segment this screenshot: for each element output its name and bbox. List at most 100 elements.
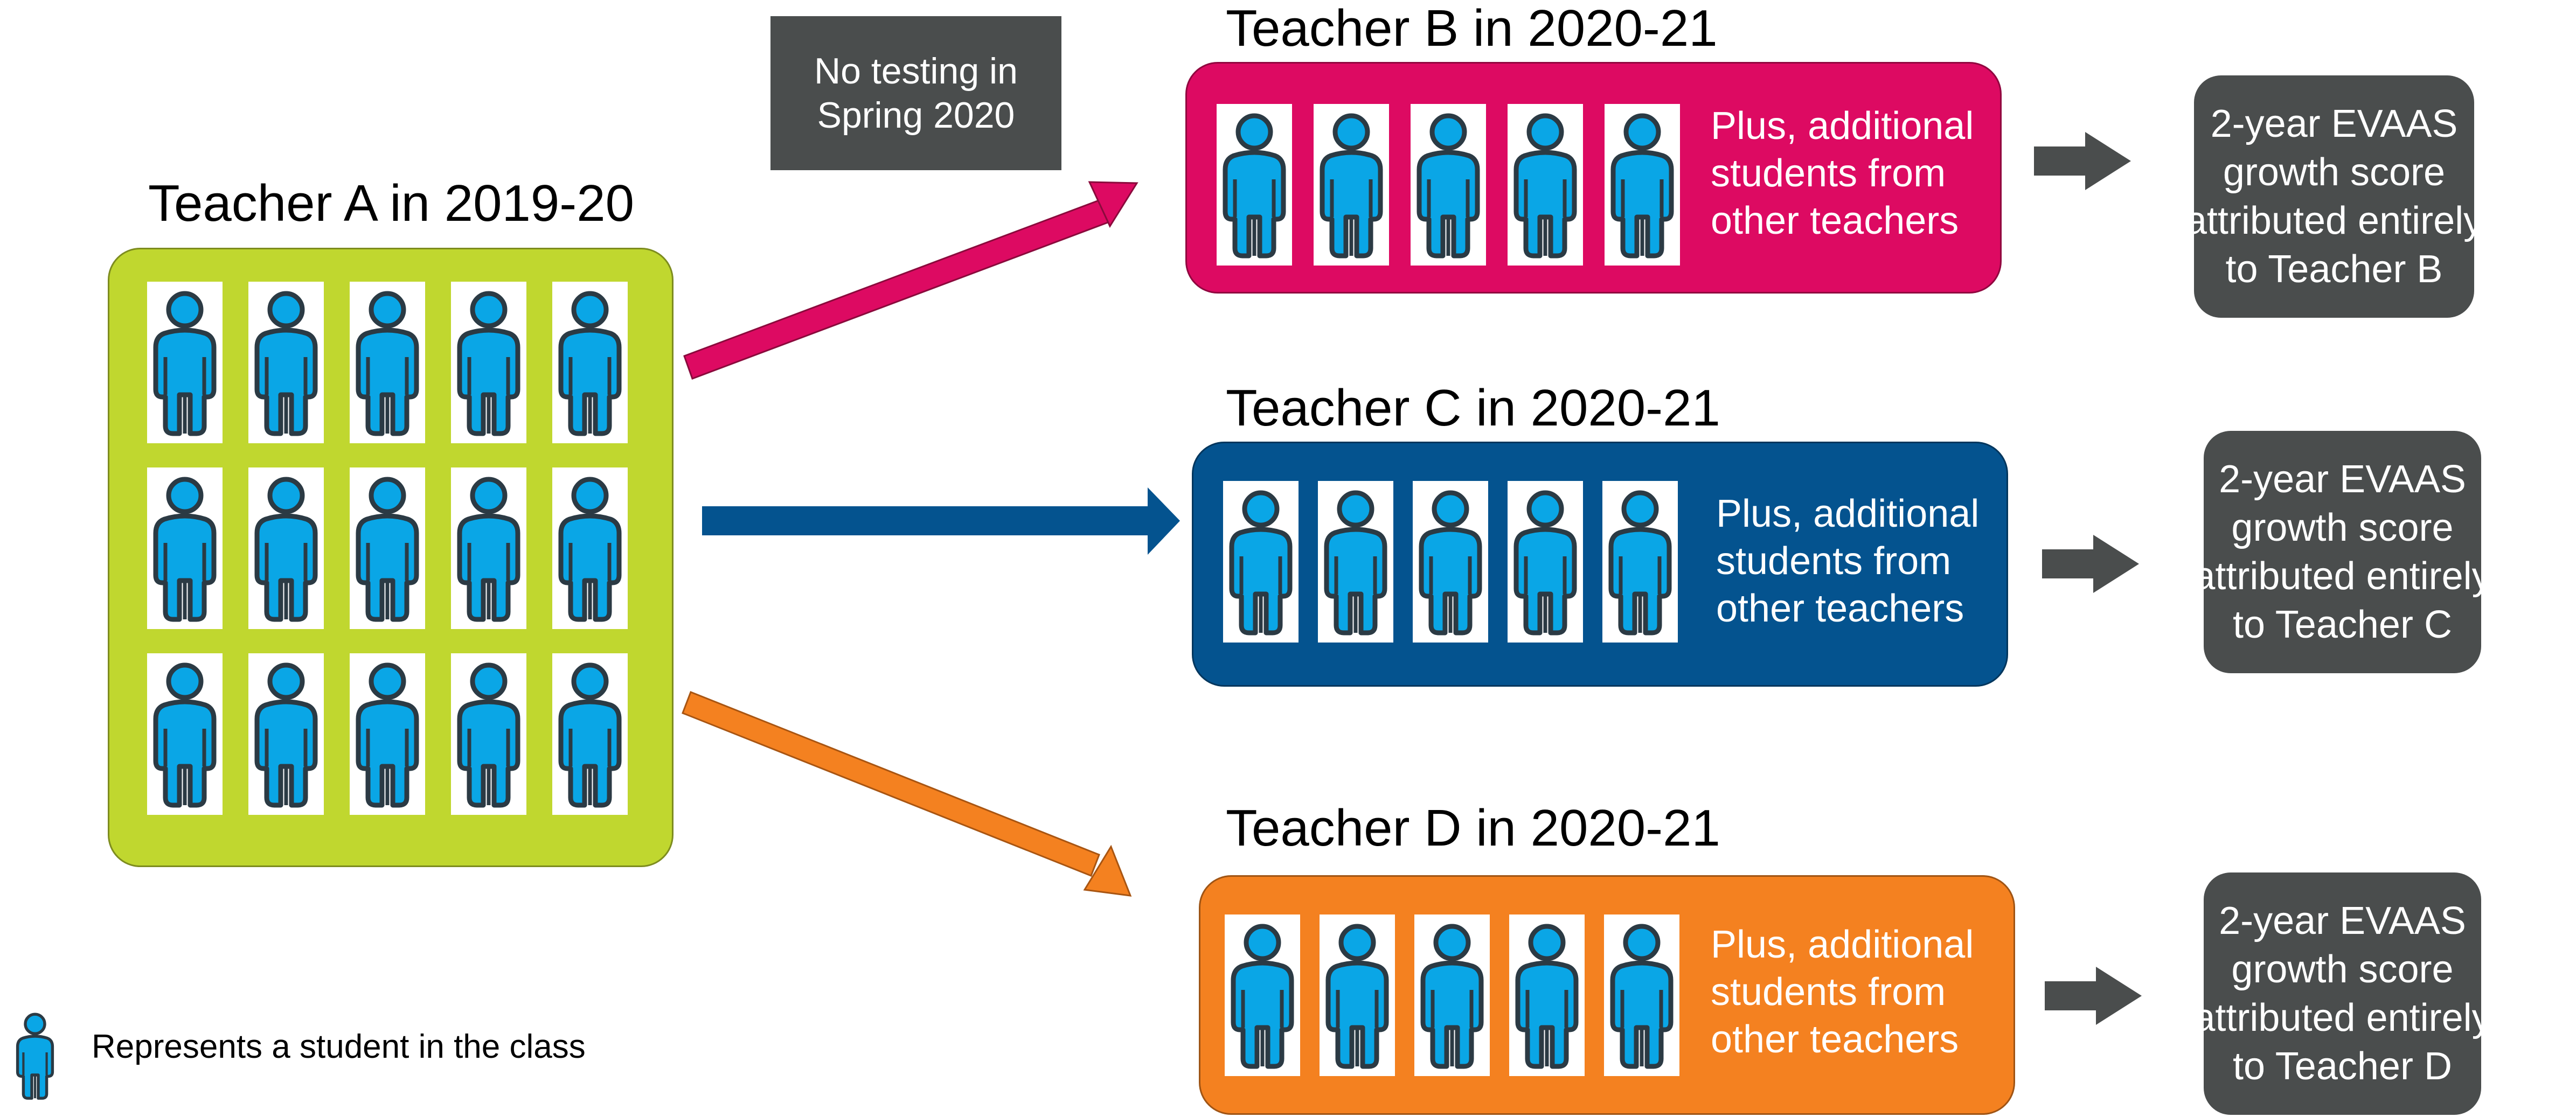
teacher-b-result-box: 2-year EVAAS growth score attributed ent… <box>2185 75 2483 318</box>
student-icon <box>1325 924 1389 1069</box>
student-icon <box>153 662 217 808</box>
teacher-b-student-card <box>1508 104 1583 266</box>
student-icon <box>1515 924 1579 1069</box>
teacher-a-student-card <box>248 282 324 443</box>
teacher-b-result-line-3: attributed entirely <box>2185 199 2483 242</box>
student-icon <box>356 477 419 622</box>
teacher-c-plus-line-1: Plus, additional <box>1716 492 1980 535</box>
teacher-d-result-line-4: to Teacher D <box>2233 1045 2452 1088</box>
student-icon <box>1610 113 1674 259</box>
student-icon <box>558 477 622 622</box>
student-icon <box>1417 113 1480 259</box>
teacher-b-title: Teacher B in 2020-21 <box>1226 0 1718 57</box>
teacher-c-student-card <box>1318 481 1393 643</box>
teacher-c-result-box: 2-year EVAAS growth score attributed ent… <box>2193 431 2491 673</box>
teacher-a-student-card <box>451 467 526 629</box>
teacher-b-result-line-1: 2-year EVAAS <box>2210 102 2458 145</box>
student-icon <box>457 291 520 436</box>
note-line-2: Spring 2020 <box>817 95 1015 136</box>
teacher-b-student-card <box>1411 104 1486 266</box>
student-icon <box>1513 490 1577 636</box>
teacher-c-student-card <box>1223 481 1299 643</box>
teacher-b-class-box <box>1185 62 2002 294</box>
legend-student-icon <box>11 1007 65 1104</box>
teacher-c-plus-line-3: other teachers <box>1716 587 1964 630</box>
teacher-a-student-card <box>552 653 628 815</box>
arrow-d-to-result <box>2045 967 2142 1025</box>
student-icon <box>558 291 622 436</box>
student-icon <box>1608 490 1672 636</box>
teacher-a-student-card <box>350 282 425 443</box>
teacher-c-result-line-3: attributed entirely <box>2193 555 2491 598</box>
teacher-d-result-line-3: attributed entirely <box>2193 996 2491 1039</box>
teacher-a-student-card <box>350 653 425 815</box>
arrow-a-to-b <box>683 181 1138 380</box>
student-icon <box>1420 924 1484 1069</box>
no-testing-note: No testing in Spring 2020 <box>770 16 1061 170</box>
teacher-c-result-line-4: to Teacher C <box>2233 603 2452 646</box>
teacher-a-title: Teacher A in 2019-20 <box>148 174 635 232</box>
teacher-a-student-card <box>451 282 526 443</box>
teacher-c-student-card <box>1602 481 1678 643</box>
student-icon <box>254 291 318 436</box>
teacher-c-plus-line-2: students from <box>1716 540 1952 583</box>
teacher-d-student-card <box>1414 914 1490 1076</box>
teacher-d-plus-line-3: other teachers <box>1711 1018 1959 1061</box>
arrow-c-to-result <box>2042 535 2139 593</box>
student-icon <box>1231 924 1294 1069</box>
teacher-d-plus-line-1: Plus, additional <box>1711 923 1974 966</box>
teacher-c-plus-text: Plus, additional students from other tea… <box>1716 490 2018 632</box>
student-icon <box>1419 490 1482 636</box>
student-icon <box>1513 113 1577 259</box>
student-icon <box>254 477 318 622</box>
student-icon <box>1324 490 1387 636</box>
teacher-b-result-line-4: to Teacher B <box>2225 248 2443 291</box>
teacher-d-class-box <box>1199 875 2015 1115</box>
teacher-a-student-card <box>451 653 526 815</box>
arrow-a-to-c <box>702 487 1180 555</box>
teacher-b-student-card <box>1314 104 1389 266</box>
student-icon <box>356 662 419 808</box>
teacher-a-student-card <box>248 653 324 815</box>
teacher-b-student-card <box>1217 104 1292 266</box>
student-icon <box>558 662 622 808</box>
student-icon <box>457 662 520 808</box>
teacher-c-result-line-1: 2-year EVAAS <box>2219 458 2466 501</box>
teacher-b-student-card <box>1605 104 1680 266</box>
teacher-a-class-box <box>108 248 673 867</box>
teacher-d-plus-text: Plus, additional students from other tea… <box>1711 921 2012 1063</box>
teacher-a-student-card <box>147 282 223 443</box>
arrow-b-to-result <box>2034 132 2131 190</box>
student-icon <box>153 291 217 436</box>
teacher-d-student-card <box>1604 914 1679 1076</box>
teacher-c-student-card <box>1413 481 1488 643</box>
teacher-d-student-card <box>1509 914 1585 1076</box>
teacher-a-student-card <box>552 282 628 443</box>
teacher-c-class-box <box>1192 442 2008 687</box>
teacher-a-student-card <box>248 467 324 629</box>
student-icon <box>356 291 419 436</box>
teacher-b-plus-line-3: other teachers <box>1711 199 1959 242</box>
teacher-c-title: Teacher C in 2020-21 <box>1226 379 1720 437</box>
student-icon <box>16 1013 54 1100</box>
student-icon <box>1320 113 1383 259</box>
note-line-1: No testing in <box>814 51 1018 92</box>
student-icon <box>1223 113 1286 259</box>
student-icon <box>254 662 318 808</box>
legend-text: Represents a student in the class <box>92 1028 586 1065</box>
teacher-b-plus-line-1: Plus, additional <box>1711 104 1974 148</box>
student-icon <box>457 477 520 622</box>
teacher-a-student-card <box>552 467 628 629</box>
teacher-a-student-card <box>147 467 223 629</box>
teacher-d-result-box: 2-year EVAAS growth score attributed ent… <box>2193 872 2491 1115</box>
teacher-b-plus-line-2: students from <box>1711 152 1946 195</box>
teacher-d-title: Teacher D in 2020-21 <box>1226 799 1720 857</box>
teacher-a-student-card <box>147 653 223 815</box>
teacher-d-result-line-1: 2-year EVAAS <box>2219 899 2466 943</box>
teacher-d-student-card <box>1225 914 1300 1076</box>
teacher-d-student-card <box>1320 914 1395 1076</box>
teacher-a-student-card <box>350 467 425 629</box>
arrow-a-to-d <box>682 691 1132 897</box>
